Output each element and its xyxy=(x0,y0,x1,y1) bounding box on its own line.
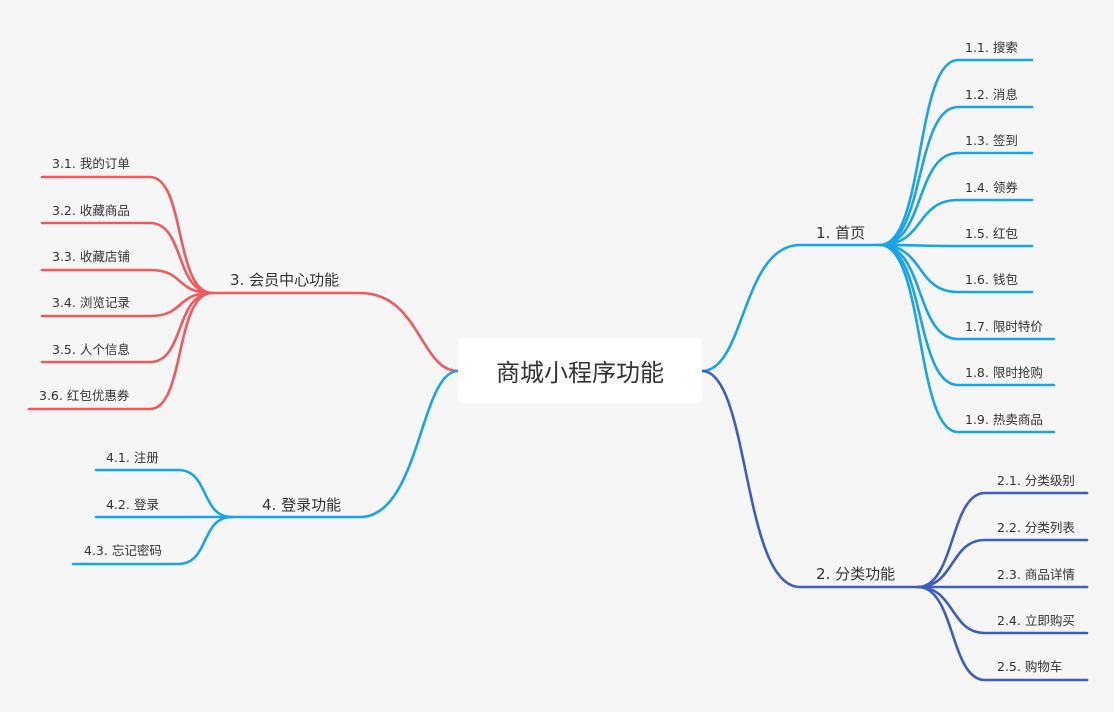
leaf-topic[interactable]: 2.4. 立即购买 xyxy=(997,613,1075,628)
connector-member-leaf xyxy=(27,291,214,411)
connector-home-leaf xyxy=(878,243,1056,387)
leaf-topic[interactable]: 2.3. 商品详情 xyxy=(997,567,1075,582)
leaf-topic[interactable]: 3.5. 人个信息 xyxy=(52,342,130,357)
leaf-topic[interactable]: 1.4. 领券 xyxy=(965,180,1018,195)
connector-login-leaf xyxy=(94,468,234,519)
leaf-topic[interactable]: 1.8. 限时抢购 xyxy=(965,365,1043,380)
connector-category-leaf xyxy=(916,491,1089,589)
leaf-topic[interactable]: 3.2. 收藏商品 xyxy=(52,203,130,218)
leaf-topic[interactable]: 1.6. 钱包 xyxy=(965,272,1018,287)
connector-home-leaf xyxy=(878,243,1056,341)
leaf-topic[interactable]: 1.3. 签到 xyxy=(965,133,1018,148)
leaf-topic[interactable]: 3.6. 红包优惠券 xyxy=(39,388,130,403)
leaf-topic[interactable]: 1.2. 消息 xyxy=(965,87,1018,102)
connector-home-leaf xyxy=(878,105,1034,247)
connector-member-leaf xyxy=(40,268,214,295)
leaf-topic[interactable]: 3.4. 浏览记录 xyxy=(52,295,130,310)
leaf-topic[interactable]: 2.5. 购物车 xyxy=(997,659,1063,674)
leaf-topic[interactable]: 3.3. 收藏店铺 xyxy=(52,249,130,264)
connector-login-leaf xyxy=(71,515,234,566)
connector-root-category xyxy=(700,369,920,589)
leaf-topic[interactable]: 4.1. 注册 xyxy=(106,450,159,465)
leaf-topic[interactable]: 4.2. 登录 xyxy=(106,497,159,512)
connector-category-leaf xyxy=(916,585,1089,682)
leaf-topic[interactable]: 1.7. 限时特价 xyxy=(965,319,1043,334)
branch-topic-home[interactable]: 1. 首页 xyxy=(816,224,866,242)
connector-home-leaf xyxy=(878,198,1034,247)
branch-topic-category[interactable]: 2. 分类功能 xyxy=(816,565,896,583)
connector-home-leaf xyxy=(878,151,1034,247)
connector-member-leaf xyxy=(40,175,214,295)
leaf-topic[interactable]: 1.9. 热卖商品 xyxy=(965,412,1043,427)
connector-member-leaf xyxy=(40,291,214,318)
root-topic[interactable]: 商城小程序功能 xyxy=(458,338,702,403)
connector-member-leaf xyxy=(40,221,214,295)
connector-category-leaf xyxy=(916,538,1089,589)
leaf-topic[interactable]: 3.1. 我的订单 xyxy=(52,156,130,171)
connector-home-leaf xyxy=(878,243,1034,294)
leaf-topic[interactable]: 1.1. 搜索 xyxy=(965,40,1018,55)
connector-home-leaf xyxy=(878,58,1034,247)
leaf-topic[interactable]: 2.1. 分类级别 xyxy=(997,473,1075,488)
branch-topic-member-center[interactable]: 3. 会员中心功能 xyxy=(230,271,340,289)
branch-topic-login[interactable]: 4. 登录功能 xyxy=(262,496,342,514)
root-topic-label: 商城小程序功能 xyxy=(496,359,664,387)
connector-root-home xyxy=(700,243,882,373)
leaf-topic[interactable]: 2.2. 分类列表 xyxy=(997,520,1075,535)
connector-home-leaf xyxy=(878,243,1056,434)
connector-root-login xyxy=(230,369,460,519)
connector-root-member-center xyxy=(210,291,460,373)
leaf-topic[interactable]: 4.3. 忘记密码 xyxy=(84,543,162,558)
leaf-topic[interactable]: 1.5. 红包 xyxy=(965,226,1018,241)
connector-category-leaf xyxy=(916,585,1089,635)
connector-home-leaf xyxy=(878,243,1034,248)
